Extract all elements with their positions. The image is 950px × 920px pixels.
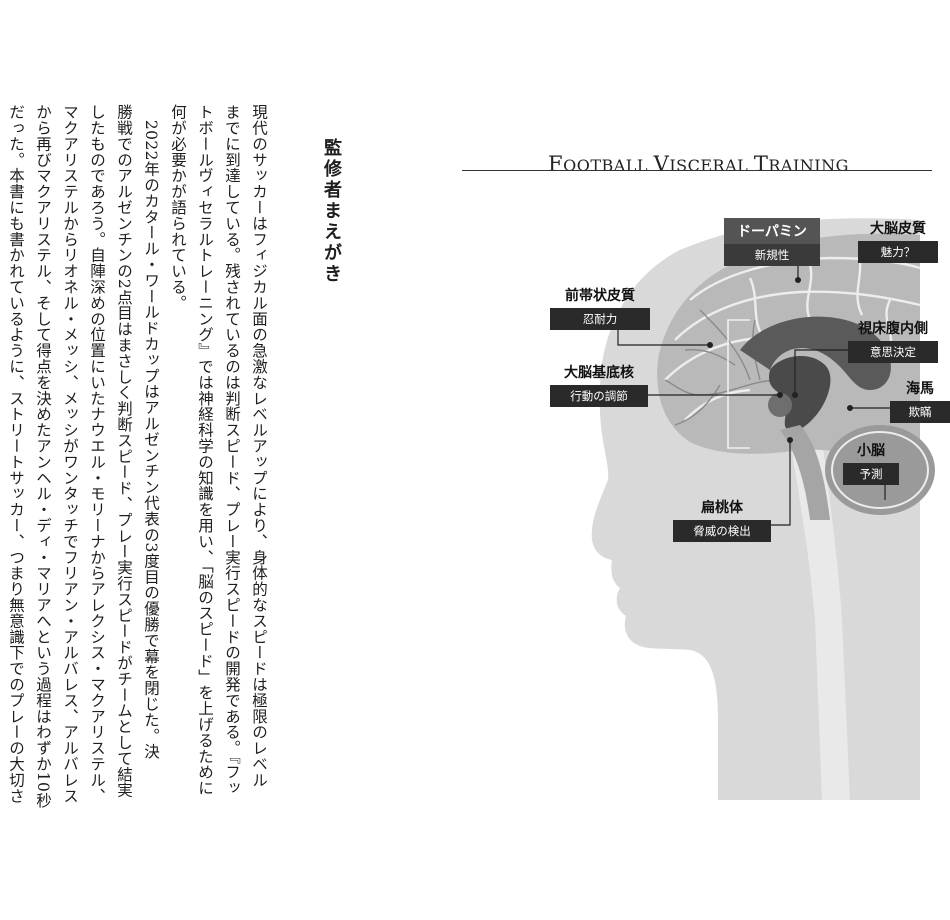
title-rule	[462, 170, 932, 171]
text-column-2: までに到達している。残されているのは判断スピード、プレー実行スピードの開発である…	[223, 104, 241, 796]
label-dopamine: ドーパミン 新規性	[724, 218, 820, 266]
text-column-1: 現代のサッカーはフィジカル面の急激なレベルアップにより、身体的なスピードは極限の…	[250, 104, 268, 788]
label-cerebellum: 小脳 予測	[843, 440, 899, 485]
label-ventromedial: 視床腹内側 意思決定	[848, 318, 938, 363]
text-column-6: 勝戦でのアルゼンチンの2点目はまさしく判断スピード、プレー実行スピードがチームと…	[115, 104, 133, 798]
text-column-10: だった。本書にも書かれているように、ストリートサッカー、つまり無意識下でのプレー…	[7, 104, 25, 804]
page-heading: 監修者まえがき	[321, 138, 342, 285]
text-column-5: 2022年のカタール・ワールドカップはアルゼンチン代表の3度目の優勝で幕を閉じた…	[142, 104, 160, 760]
series-title: FOOTBALL VISCERAL TRAINING	[548, 152, 849, 176]
text-column-8: マクアリステルからリオネル・メッシ、メッシがワンタッチでフリアン・アルバレス、ア…	[61, 104, 79, 804]
text-column-3: トボールヴィセラルトレーニング』では神経科学の知識を用い、「脳のスピード」を上げ…	[196, 104, 214, 796]
text-column-9: から再びマクアリステル、そして得点を決めたアンヘル・ディ・マリアへという過程はわ…	[34, 104, 52, 809]
label-amygdala: 扁桃体 脅威の検出	[673, 497, 771, 542]
corpus-callosum	[740, 316, 891, 390]
brain-illustration	[591, 218, 935, 801]
label-anterior-cingulate: 前帯状皮質 忍耐力	[550, 285, 650, 330]
label-hippocampus: 海馬 欺瞞	[890, 378, 950, 423]
text-column-4: 何が必要かが語られている。	[169, 104, 187, 311]
body-text: 現代のサッカーはフィジカル面の急激なレベルアップにより、身体的なスピードは極限の…	[0, 104, 272, 809]
text-column-7: したものであろう。自陣深めの位置にいたナウエル・モリーナからアレクシス・マクアリ…	[88, 104, 106, 804]
label-basal-ganglia: 大脳基底核 行動の調節	[550, 362, 648, 407]
label-cerebral-cortex: 大脳皮質 魅力？	[858, 218, 938, 263]
